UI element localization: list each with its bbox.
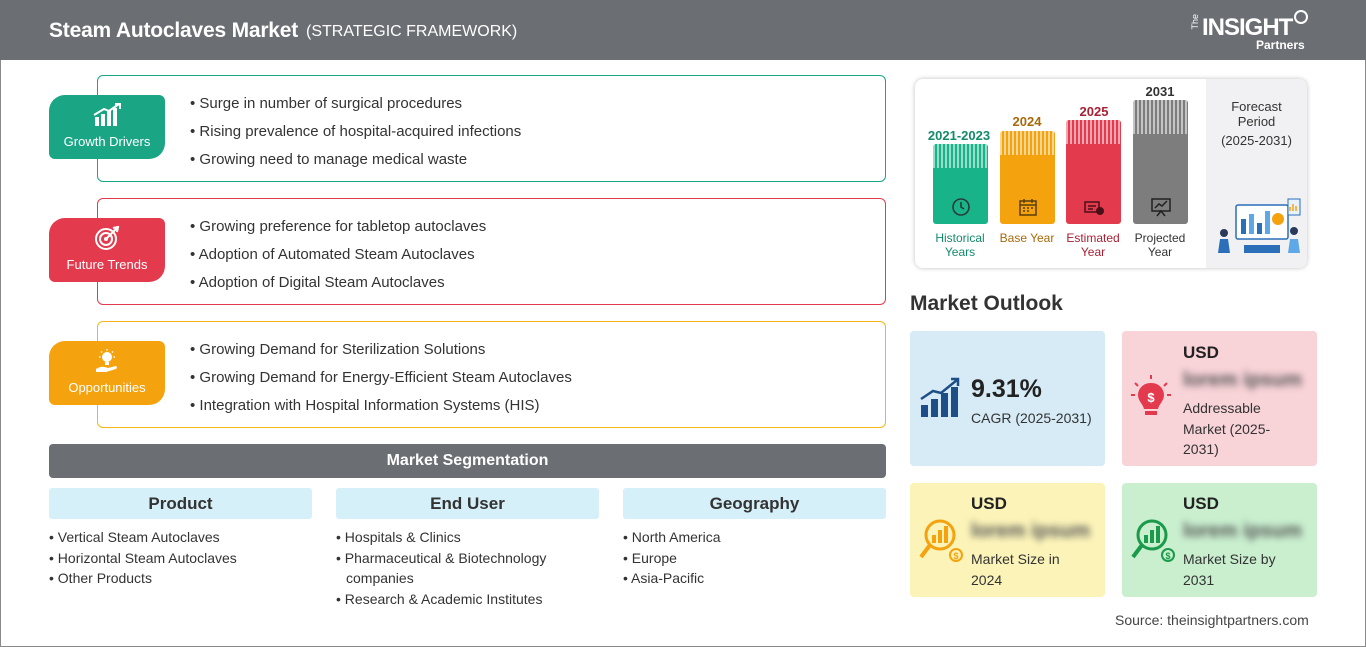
list-item: Europe [623, 548, 886, 569]
analytics-people-icon [1214, 197, 1302, 260]
source-credit: Source: theinsightpartners.com [1115, 612, 1309, 628]
svg-text:$: $ [1147, 390, 1155, 405]
badge-label: Future Trends [66, 257, 148, 272]
list-item: Asia-Pacific [623, 568, 886, 589]
timeline-bar-projected [1133, 100, 1188, 224]
list-item: Hospitals & Clinics [336, 527, 599, 548]
blurred-value: lorem ipsum [1183, 520, 1302, 542]
history-clock-icon [933, 196, 988, 218]
list-item: Research & Academic Institutes [336, 589, 599, 610]
svg-text:$: $ [953, 551, 958, 561]
segment-end-user: End User Hospitals & Clinics Pharmaceuti… [336, 488, 599, 609]
forecast-period: (2025-2031) [1221, 133, 1292, 148]
list-item: Vertical Steam Autoclaves [49, 527, 312, 548]
opportunities-badge: Opportunities [49, 341, 165, 405]
timeline-label: Estimated Year [1066, 231, 1120, 259]
forecast-panel: Forecast Period (2025-2031) [1206, 79, 1307, 268]
opportunities-box: Growing Demand for Sterilization Solutio… [97, 321, 886, 428]
list-item: Pharmaceutical & Biotechnology companies [336, 548, 599, 589]
page-subtitle: (STRATEGIC FRAMEWORK) [306, 23, 518, 40]
addressable-market-card: USD lorem ipsum Addressable Market (2025… [1122, 331, 1317, 466]
timeline-year: 2024 [1012, 114, 1042, 129]
list-item: Growing preference for tabletop autoclav… [190, 217, 486, 245]
timeline-bar-historical [933, 144, 988, 224]
timeline-year: 2021-2023 [927, 128, 991, 143]
growth-chart-icon [49, 103, 165, 127]
market-size-2024-label: Market Size in 2024 [971, 551, 1060, 588]
badge-label: Opportunities [68, 380, 146, 395]
list-item: Horizontal Steam Autoclaves [49, 548, 312, 569]
timeline-card: 2021-2023 Historical Years 2024 Base Yea… [915, 79, 1307, 268]
future-trends-box: Growing preference for tabletop autoclav… [97, 198, 886, 305]
market-search-icon: $ [1130, 517, 1176, 568]
cagr-value: 9.31% [971, 375, 1042, 403]
growth-drivers-box: Surge in number of surgical procedures R… [97, 75, 886, 182]
market-search-icon: $ [918, 517, 964, 568]
list-item: Other Products [49, 568, 312, 589]
header-bar: Steam Autoclaves Market (STRATEGIC FRAME… [0, 0, 1366, 60]
currency-label: USD [971, 494, 1007, 513]
list-item: North America [623, 527, 886, 548]
dollar-bulb-icon: $ [1130, 375, 1172, 424]
svg-text:$: $ [1165, 551, 1170, 561]
blurred-value: lorem ipsum [1183, 369, 1302, 391]
blurred-value: lorem ipsum [971, 520, 1090, 542]
segment-heading: Geography [623, 488, 886, 519]
segment-geography: Geography North America Europe Asia-Paci… [623, 488, 886, 589]
list-item: Growing Demand for Energy-Efficient Stea… [190, 368, 571, 396]
segment-heading: End User [336, 488, 599, 519]
timeline-label: Projected Year [1134, 231, 1186, 259]
timeline-bar-base [1000, 131, 1055, 224]
segment-heading: Product [49, 488, 312, 519]
bar-growth-icon [919, 377, 963, 424]
currency-label: USD [1183, 343, 1219, 362]
cagr-card: 9.31% CAGR (2025-2031) [910, 331, 1105, 466]
calendar-icon [1000, 196, 1055, 218]
list-item: Growing Demand for Sterilization Solutio… [190, 340, 572, 368]
forecast-title: Forecast Period [1231, 99, 1282, 129]
lightbulb-hand-icon [49, 349, 165, 373]
list-item: Adoption of Digital Steam Autoclaves [190, 273, 486, 301]
list-item: Growing need to manage medical waste [190, 150, 521, 178]
market-size-2031-card: USD lorem ipsum Market Size by 2031 $ [1122, 483, 1317, 597]
projection-board-icon [1133, 196, 1188, 218]
cagr-label: CAGR (2025-2031) [971, 410, 1092, 426]
segment-product: Product Vertical Steam Autoclaves Horizo… [49, 488, 312, 589]
timeline-year: 2031 [1145, 84, 1175, 99]
insight-partners-logo: The INSIGHT Partners [1190, 8, 1320, 54]
page-title: Steam Autoclaves Market [49, 19, 299, 42]
list-item: Surge in number of surgical procedures [190, 94, 521, 122]
market-size-2031-label: Market Size by 2031 [1183, 551, 1276, 588]
timeline-label: Base Year [999, 231, 1055, 245]
timeline-label: Historical Years [935, 231, 985, 259]
segmentation-title-bar: Market Segmentation [49, 444, 886, 478]
estimate-icon [1066, 196, 1121, 218]
list-item: Integration with Hospital Information Sy… [190, 396, 572, 424]
timeline-bar-estimated [1066, 120, 1121, 224]
market-outlook-title: Market Outlook [910, 292, 1063, 315]
growth-drivers-badge: Growth Drivers [49, 95, 165, 159]
opportunities-list: Growing Demand for Sterilization Solutio… [190, 340, 572, 424]
list-item: Rising prevalence of hospital-acquired i… [190, 122, 521, 150]
market-size-2024-card: USD lorem ipsum Market Size in 2024 $ [910, 483, 1105, 597]
target-icon [49, 226, 165, 250]
growth-drivers-list: Surge in number of surgical procedures R… [190, 94, 521, 178]
future-trends-badge: Future Trends [49, 218, 165, 282]
badge-label: Growth Drivers [63, 134, 151, 149]
list-item: Adoption of Automated Steam Autoclaves [190, 245, 486, 273]
currency-label: USD [1183, 494, 1219, 513]
timeline-year: 2025 [1079, 104, 1109, 119]
addressable-market-label: Addressable Market (2025-2031) [1183, 400, 1271, 457]
future-trends-list: Growing preference for tabletop autoclav… [190, 217, 487, 301]
